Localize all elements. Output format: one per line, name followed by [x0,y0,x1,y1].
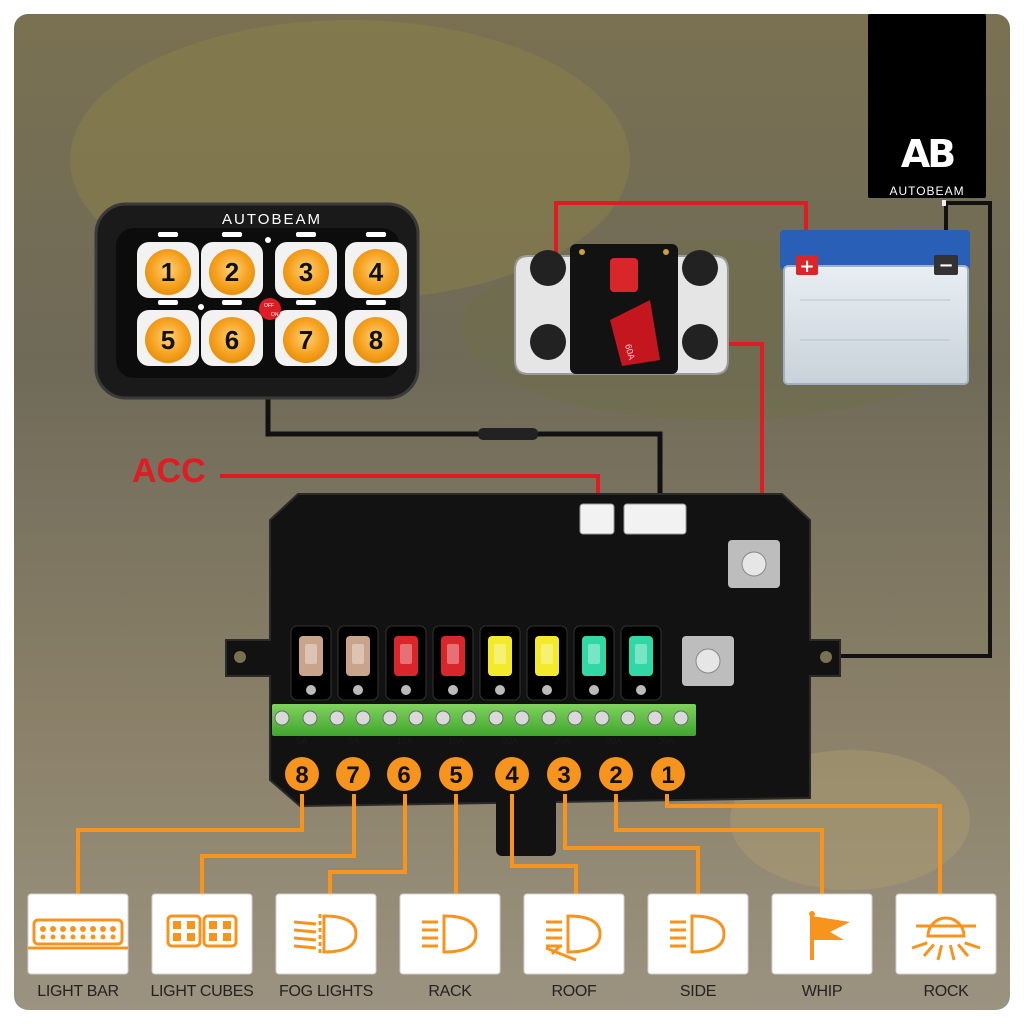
panel-button-number: 8 [369,325,383,355]
terminal-label: 10A [448,736,464,746]
panel-button-7[interactable]: 7 [275,300,337,366]
control-cable-wire [265,398,663,505]
terminal-label: 10A [397,736,413,746]
circuit-breaker [514,244,729,375]
terminal-label: 5A [348,736,359,746]
accessory-tile [151,893,253,975]
accessory-tile [27,893,129,975]
terminal-label: 20A [554,736,570,746]
accessory-label: FOG LIGHTS [279,983,373,1000]
light-cubes-icon [166,914,238,948]
accessory-label: ROCK [923,983,969,1000]
channel-badge-8: 8 [285,757,319,791]
fuse-2 [337,625,379,701]
rack-light-icon [422,914,478,954]
accessory-tile [647,893,749,975]
toggle-on-label: ON [271,312,279,318]
terminal-label: 30A [658,736,674,746]
accessory-tile [399,893,501,975]
ground-wire [716,201,992,658]
accessory-tile [275,893,377,975]
power-toggle-button[interactable] [259,298,281,320]
terminal-label: 5A [296,736,307,746]
channel-number: 4 [505,762,519,789]
accessory-label: ROOF [551,983,597,1000]
channel-number: 5 [449,762,462,789]
terminal-label: 30A [606,736,622,746]
side-light-icon [670,914,726,954]
panel-button-1[interactable]: 1 [137,232,199,298]
brand-mark: AB [900,132,956,176]
channel-number: 6 [397,762,410,789]
panel-button-5[interactable]: 5 [137,300,199,366]
panel-button-4[interactable]: 4 [345,232,407,298]
panel-button-3[interactable]: 3 [275,232,337,298]
channel-number: 8 [295,762,308,789]
panel-button-2[interactable]: 2 [201,232,263,298]
channel-wires [76,794,942,896]
accessory-tile [771,893,873,975]
accessory-tile [523,893,625,975]
accessory-label: LIGHT BAR [37,983,119,1000]
channel-badge-4: 4 [495,757,529,791]
accessory-label: LIGHT CUBES [150,983,254,1000]
accessory-label: WHIP [801,983,843,1000]
brand-logo: AB AUTOBEAM [868,14,986,198]
panel-button-8[interactable]: 8 [345,300,407,366]
fuse-8 [620,625,662,701]
channel-number: 7 [346,762,359,789]
whip-icon [809,911,850,960]
panel-button-number: 2 [225,257,239,287]
acc-label: ACC [132,452,206,490]
channel-layer: 8 7 6 5 4 3 2 1 [285,757,685,791]
accessory-tiles [27,893,997,975]
panel-button-number: 4 [369,257,384,287]
battery-negative-terminal: − [938,255,953,276]
light-bar-icon [28,918,128,950]
fuse-5 [479,625,521,701]
fuse-3 [385,625,427,701]
terminal-label: 20A [502,736,518,746]
brand-name: AUTOBEAM [889,184,965,198]
fuse-1 [290,625,332,701]
fog-lights-icon [293,914,358,954]
channel-number: 2 [609,762,622,789]
panel-button-number: 6 [225,325,239,355]
channel-badge-2: 2 [599,757,633,791]
panel-button-number: 1 [161,257,175,287]
channel-badge-1: 1 [651,757,685,791]
panel-brand: AUTOBEAM [222,211,322,228]
channel-badge-3: 3 [547,757,581,791]
channel-number: 3 [557,762,570,789]
battery-positive-wire [554,201,808,268]
breaker-rating: 60A [623,343,637,361]
toggle-off-label: OFF [264,303,274,309]
channel-number: 1 [661,762,674,789]
fuse-7 [573,625,615,701]
fuse-layer: 5A 5A 10A 10A 20A 20A 30A 30A [274,625,689,746]
channel-badge-6: 6 [387,757,421,791]
accessory-label: RACK [428,983,472,1000]
fuse-4 [432,625,474,701]
rock-light-icon [911,916,981,961]
panel-buttons: 1 2 3 4 5 6 7 8 [137,232,407,366]
roof-light-icon [545,914,602,962]
accessory-tile [895,893,997,975]
panel-button-number: 5 [161,325,175,355]
panel-button-6[interactable]: 6 [201,300,263,366]
battery-positive-terminal: + [799,256,814,277]
fuse-6 [526,625,568,701]
battery [780,230,970,385]
panel-button-number: 3 [299,257,313,287]
panel-button-number: 7 [299,325,313,355]
channel-badge-5: 5 [439,757,473,791]
accessory-label: SIDE [679,983,717,1000]
channel-badge-7: 7 [336,757,370,791]
